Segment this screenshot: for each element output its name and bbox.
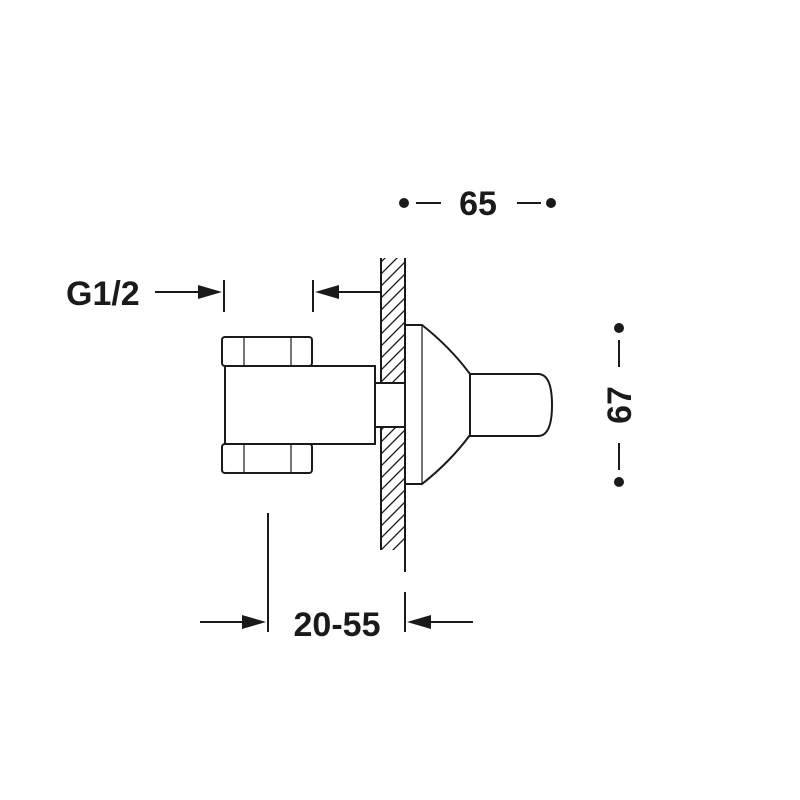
- lower-nut: [221, 443, 313, 474]
- flange: [404, 324, 471, 485]
- height-dot-bottom: [614, 477, 624, 487]
- height-label: 67: [601, 386, 639, 424]
- thread-dimension: G1/2: [66, 275, 225, 313]
- depth-dimension: 65: [399, 185, 556, 223]
- upper-nut: [221, 336, 313, 367]
- nozzle: [469, 373, 554, 437]
- height-dot-top: [614, 323, 624, 333]
- range-arrow-left-icon: [242, 615, 266, 629]
- connector-front: [404, 324, 554, 485]
- range-label: 20-55: [294, 606, 381, 644]
- wall-depth-dimension: [312, 280, 381, 312]
- depth-dot-left: [399, 198, 409, 208]
- wall-arrow-icon: [315, 285, 339, 299]
- stem: [374, 382, 406, 428]
- thread-label: G1/2: [66, 275, 140, 313]
- connector-body: [221, 336, 406, 474]
- range-dimension: 20-55: [200, 513, 473, 644]
- depth-label: 65: [459, 185, 497, 223]
- thread-arrow-icon: [198, 285, 222, 299]
- depth-dot-right: [546, 198, 556, 208]
- height-dimension: 67: [601, 323, 639, 487]
- threaded-body: [224, 365, 376, 445]
- range-arrow-right-icon: [407, 615, 431, 629]
